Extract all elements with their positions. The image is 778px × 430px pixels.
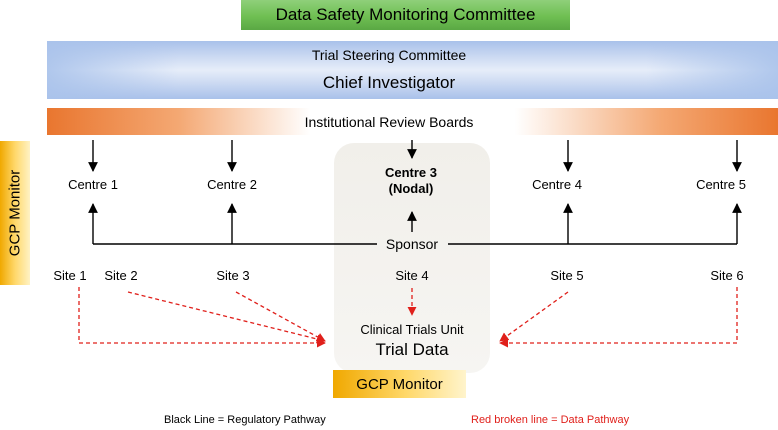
data-path-site-1 bbox=[78, 287, 326, 348]
site-4-label: Site 4 bbox=[395, 268, 429, 283]
centre-1-label: Centre 1 bbox=[68, 177, 118, 192]
gcp-monitor-bottom-label: GCP Monitor bbox=[356, 375, 443, 393]
legend-regulatory-pathway: Black Line = Regulatory Pathway bbox=[164, 414, 326, 426]
dsmc-box: Data Safety Monitoring Committee bbox=[241, 0, 570, 30]
site-3-label: Site 3 bbox=[216, 268, 250, 283]
chief-investigator-label: Chief Investigator bbox=[322, 73, 456, 92]
data-path-site-6 bbox=[499, 287, 738, 348]
site-1-label: Site 1 bbox=[53, 268, 87, 283]
trial-steering-band bbox=[47, 41, 778, 99]
trial-steering-label: Trial Steering Committee bbox=[311, 47, 467, 63]
site-6-label: Site 6 bbox=[710, 268, 744, 283]
centre-4-label: Centre 4 bbox=[532, 177, 582, 192]
legend-data-pathway: Red broken line = Data Pathway bbox=[471, 414, 630, 426]
irb-label: Institutional Review Boards bbox=[304, 114, 474, 130]
sponsor-label: Sponsor bbox=[385, 236, 439, 252]
dsmc-label: Data Safety Monitoring Committee bbox=[275, 5, 536, 24]
data-path-site-5 bbox=[499, 291, 569, 342]
gcp-monitor-bottom-box: GCP Monitor bbox=[333, 370, 466, 398]
site-2-label: Site 2 bbox=[104, 268, 138, 283]
irb-band bbox=[47, 108, 778, 135]
centre-2-label: Centre 2 bbox=[207, 177, 257, 192]
nodal-centre-panel bbox=[334, 143, 490, 373]
centre-3-nodal-label: Centre 3 (Nodal) bbox=[384, 165, 438, 196]
clinical-trials-unit-label: Clinical Trials Unit bbox=[360, 322, 464, 337]
centre-5-label: Centre 5 bbox=[696, 177, 746, 192]
site-5-label: Site 5 bbox=[550, 268, 584, 283]
trial-data-label: Trial Data bbox=[375, 340, 449, 359]
data-path-site-3 bbox=[235, 291, 326, 342]
gcp-monitor-side-box: GCP Monitor bbox=[0, 141, 30, 285]
data-path-site-2 bbox=[127, 291, 326, 344]
